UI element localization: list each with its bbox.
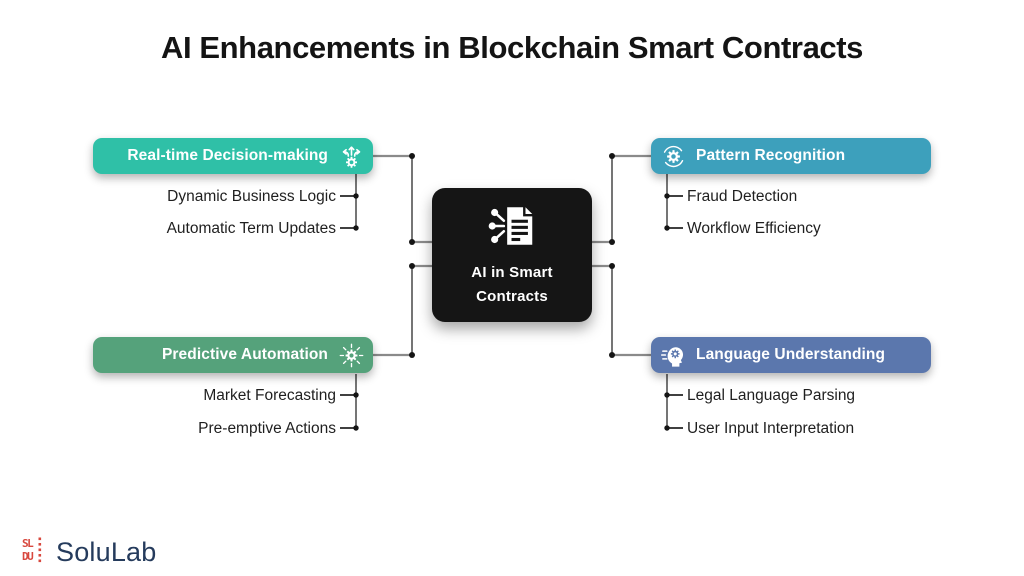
connector-dots	[353, 153, 670, 431]
branch-language-understanding: Language Understanding	[651, 337, 931, 373]
document-circuit-icon	[485, 199, 539, 258]
subitem-market-forecasting: Market Forecasting	[203, 387, 336, 404]
subitem-automatic-term-updates: Automatic Term Updates	[166, 220, 336, 237]
center-node-label-line2: Contracts	[476, 288, 548, 305]
subitem-dynamic-business-logic: Dynamic Business Logic	[167, 188, 336, 205]
solulab-logo: SL DU SoluLab	[22, 536, 157, 569]
subitem-preemptive-actions: Pre-emptive Actions	[198, 420, 336, 437]
ai-head-gear-icon	[659, 341, 687, 369]
subitem-fraud-detection: Fraud Detection	[687, 188, 798, 205]
branch-predictive-automation: Predictive Automation	[93, 337, 373, 373]
gear-radiating-arrows-icon	[337, 341, 365, 369]
branching-arrows-gear-icon	[337, 142, 365, 170]
branch-pattern-recognition: Pattern Recognition	[651, 138, 931, 174]
solulab-brand-text: SoluLab	[56, 537, 157, 567]
connector-elbows	[411, 156, 613, 355]
center-node-label: AI in Smart Contracts	[471, 261, 552, 309]
subitem-connectors	[355, 174, 668, 428]
page-title: AI Enhancements in Blockchain Smart Cont…	[160, 30, 864, 65]
svg-text:SL: SL	[22, 537, 34, 550]
subitem-user-input-interpretation: User Input Interpretation	[687, 420, 855, 437]
branch-realtime-decision-making: Real-time Decision-making	[93, 138, 373, 174]
center-node-ai-in-smart-contracts: AI in Smart Contracts	[432, 188, 592, 322]
subitem-workflow-efficiency: Workflow Efficiency	[687, 220, 821, 237]
svg-text:DU: DU	[22, 550, 34, 563]
gear-circular-arrows-icon	[659, 142, 687, 170]
branch-predictive-label: Predictive Automation	[161, 346, 328, 363]
center-node-label-line1: AI in Smart	[471, 264, 553, 281]
subitem-legal-language-parsing: Legal Language Parsing	[687, 387, 856, 404]
branch-language-label: Language Understanding	[696, 346, 886, 363]
branch-pattern-label: Pattern Recognition	[696, 147, 846, 164]
branch-realtime-label: Real-time Decision-making	[127, 147, 328, 164]
solulab-logo-mark-icon: SL DU	[22, 536, 49, 569]
connector-stubs	[373, 154, 651, 357]
